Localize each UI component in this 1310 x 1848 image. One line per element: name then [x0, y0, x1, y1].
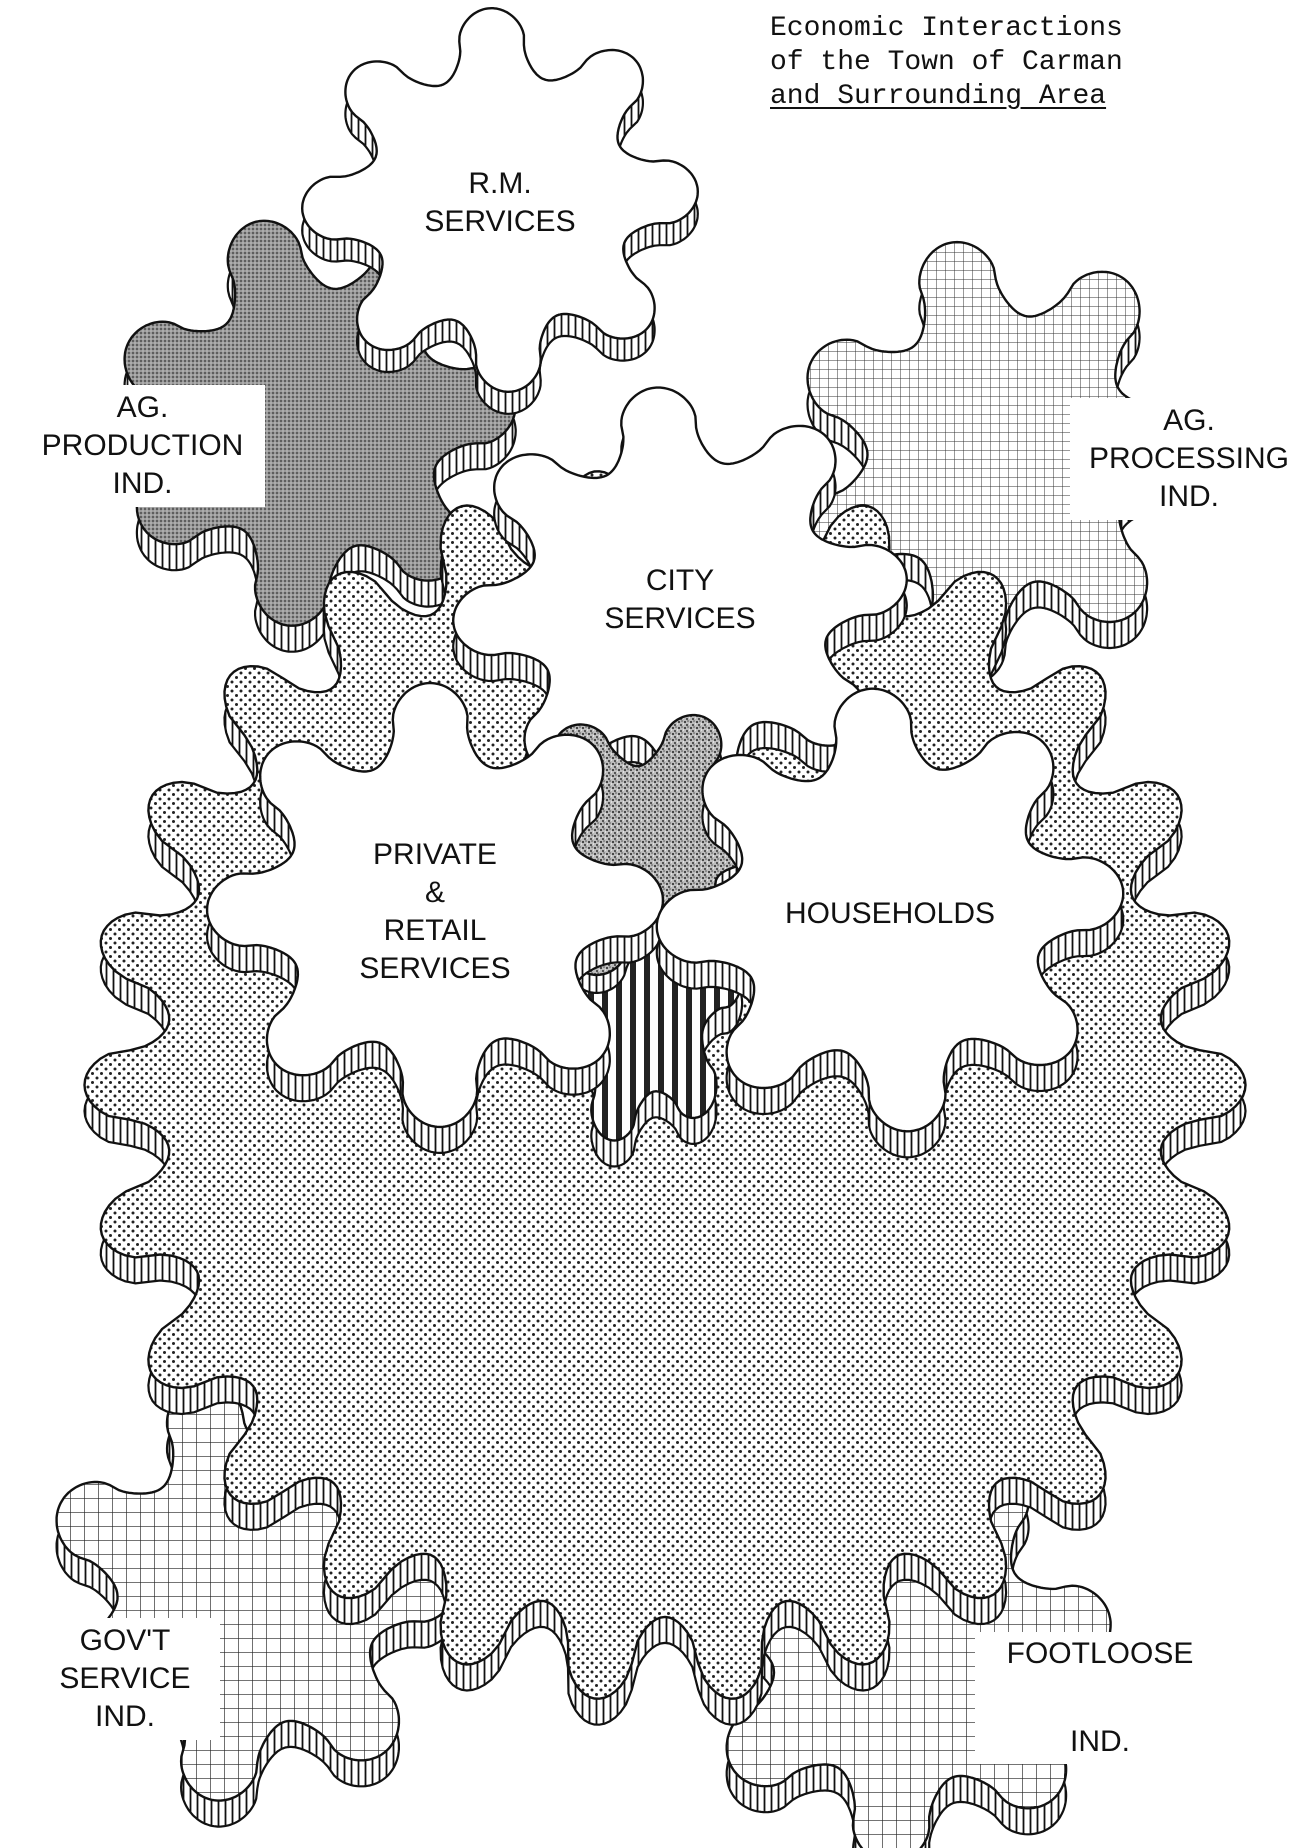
footloose-label-line-2: IND.: [985, 1724, 1215, 1760]
households-label: HOUSEHOLDS: [770, 895, 1010, 933]
gear-layer: [57, 8, 1246, 1848]
ag-production-label-line-1: AG.: [30, 389, 255, 427]
govt-service-label-line-3: IND.: [40, 1698, 210, 1736]
govt-service-label: GOV'T SERVICE IND.: [30, 1618, 220, 1740]
ag-processing-label: AG. PROCESSING IND.: [1070, 398, 1308, 520]
ag-production-label-line-2: PRODUCTION: [30, 427, 255, 465]
rm-services-label-line-1: R.M.: [410, 165, 590, 203]
govt-service-label-line-1: GOV'T: [40, 1622, 210, 1660]
rm-services-label-line-2: SERVICES: [410, 203, 590, 241]
footloose-label: FOOTLOOSE IND.: [975, 1632, 1225, 1764]
govt-service-label-line-2: SERVICE: [40, 1660, 210, 1698]
private-retail-label: PRIVATE & RETAIL SERVICES: [335, 836, 535, 988]
private-retail-label-line-4: SERVICES: [335, 950, 535, 988]
title-line-2: of the Town of Carman: [770, 46, 1210, 80]
private-retail-label-line-3: RETAIL: [335, 912, 535, 950]
private-retail-label-line-2: &: [335, 874, 535, 912]
footloose-label-line-1: FOOTLOOSE: [985, 1636, 1215, 1672]
ag-production-label: AG. PRODUCTION IND.: [20, 385, 265, 507]
private-retail-label-line-1: PRIVATE: [335, 836, 535, 874]
ag-production-label-line-3: IND.: [30, 465, 255, 503]
households-label-line-1: HOUSEHOLDS: [770, 895, 1010, 933]
city-services-label-line-1: CITY: [580, 562, 780, 600]
city-services-label-line-2: SERVICES: [580, 600, 780, 638]
ag-processing-label-line-1: AG.: [1080, 402, 1298, 440]
city-services-label: CITY SERVICES: [580, 562, 780, 638]
title-line-3: and Surrounding Area: [770, 80, 1210, 114]
diagram-title: Economic Interactions of the Town of Car…: [770, 12, 1210, 114]
title-line-1: Economic Interactions: [770, 12, 1210, 46]
ag-processing-label-line-2: PROCESSING: [1080, 440, 1298, 478]
ag-processing-label-line-3: IND.: [1080, 478, 1298, 516]
rm-services-label: R.M. SERVICES: [410, 165, 590, 241]
